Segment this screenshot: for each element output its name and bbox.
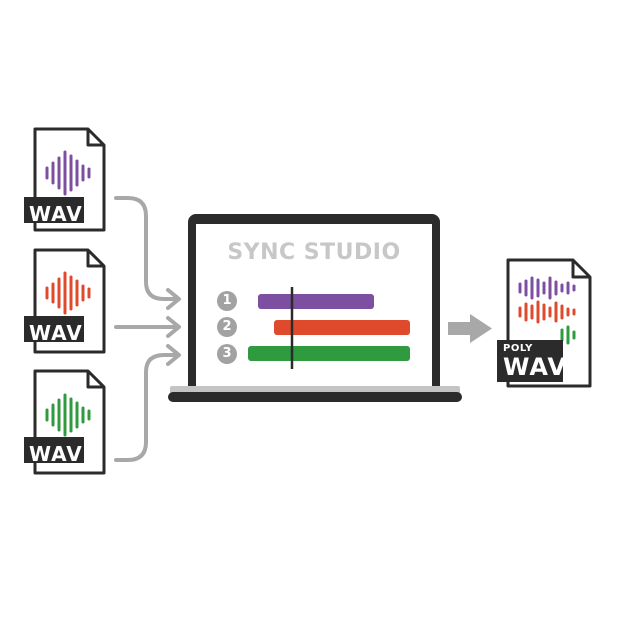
track-number-2: 2: [217, 317, 237, 337]
arrow-3: [114, 353, 180, 462]
input-file-2: [24, 248, 106, 354]
arrow-1-head-icon: [166, 288, 181, 310]
wav-label-bg: [24, 437, 84, 463]
input-file-1: [24, 127, 106, 232]
input-1-wav-label: WAV: [29, 202, 83, 226]
arrow-2-head-icon: [166, 316, 181, 338]
output-wav-label: WAV: [503, 353, 567, 381]
waveform-icon: [560, 325, 576, 345]
wav-label-bg: [24, 197, 84, 223]
input-arrows: [114, 196, 181, 462]
waveform-icon: [518, 276, 576, 300]
poly-label: POLY: [503, 343, 533, 354]
output-arrow-head-icon: [470, 314, 492, 343]
track-number-3: 3: [217, 344, 237, 364]
wav-label-bg: [24, 316, 84, 342]
arrow-3-head-icon: [166, 344, 181, 366]
track-bar-3: [248, 346, 410, 361]
track-bar-2: [274, 320, 410, 335]
input-file-3: [24, 369, 106, 475]
laptop-base: [168, 392, 462, 402]
input-2-wav-label: WAV: [29, 321, 83, 345]
arrow-1: [114, 196, 180, 301]
waveform-icon: [45, 271, 91, 315]
track-bar-1: [258, 294, 374, 309]
input-3-wav-label: WAV: [29, 442, 83, 466]
poly-wav-label-bg: [497, 340, 563, 382]
track-number-1: 1: [217, 291, 237, 311]
output-file: [497, 258, 592, 388]
waveform-icon: [45, 150, 91, 196]
waveform-icon: [518, 300, 576, 324]
app-title: SYNC STUDIO: [227, 240, 401, 265]
track-bars: [248, 287, 410, 369]
waveform-icon: [45, 393, 91, 437]
output-arrow: [448, 314, 492, 343]
